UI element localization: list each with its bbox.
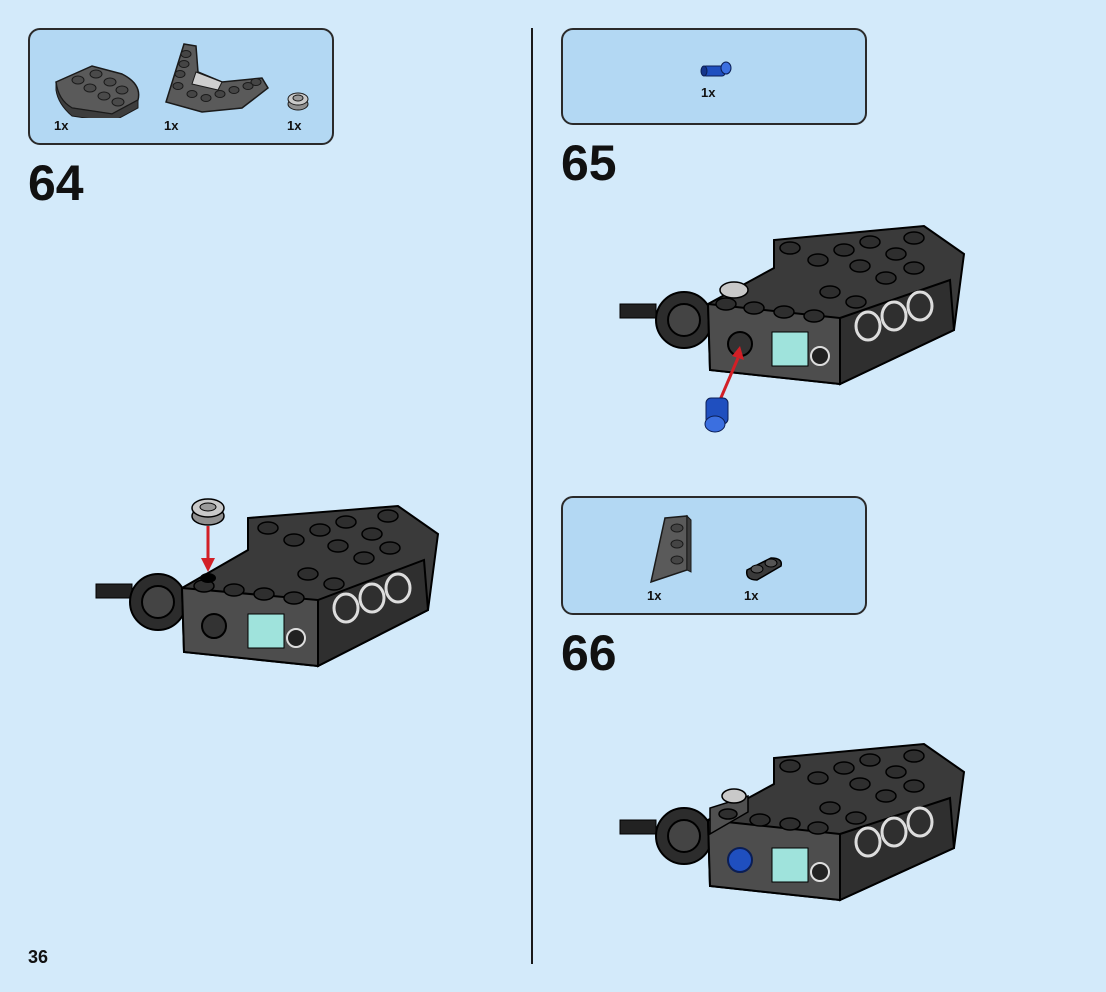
model-step-66-illustration [619,742,966,902]
parts-callout-step-64: 1x 1x 1x [28,28,334,145]
part-round-plate-icon [287,92,309,111]
part-qty: 1x [287,118,302,133]
part-wedge-plate-icon [165,43,269,113]
part-wedge-plate-small-icon [649,514,692,584]
part-black-plate-icon [745,557,783,581]
part-round-plate-quarter-icon [55,65,140,118]
part-qty: 1x [701,85,716,100]
part-qty: 1x [54,118,69,133]
step-number: 65 [561,135,617,191]
step-number: 66 [561,625,617,681]
page-number: 36 [28,947,49,967]
parts-callout-step-66: 1x 1x [561,496,867,615]
part-qty: 1x [164,118,179,133]
part-qty: 1x [647,588,662,603]
parts-callout-step-65: 1x [561,28,867,125]
step-number: 64 [28,155,84,211]
model-step-64-illustration [95,498,440,668]
part-qty: 1x [744,588,759,603]
model-step-65-illustration [619,224,966,433]
page-divider [531,28,533,964]
part-blue-pin-icon [700,61,732,77]
